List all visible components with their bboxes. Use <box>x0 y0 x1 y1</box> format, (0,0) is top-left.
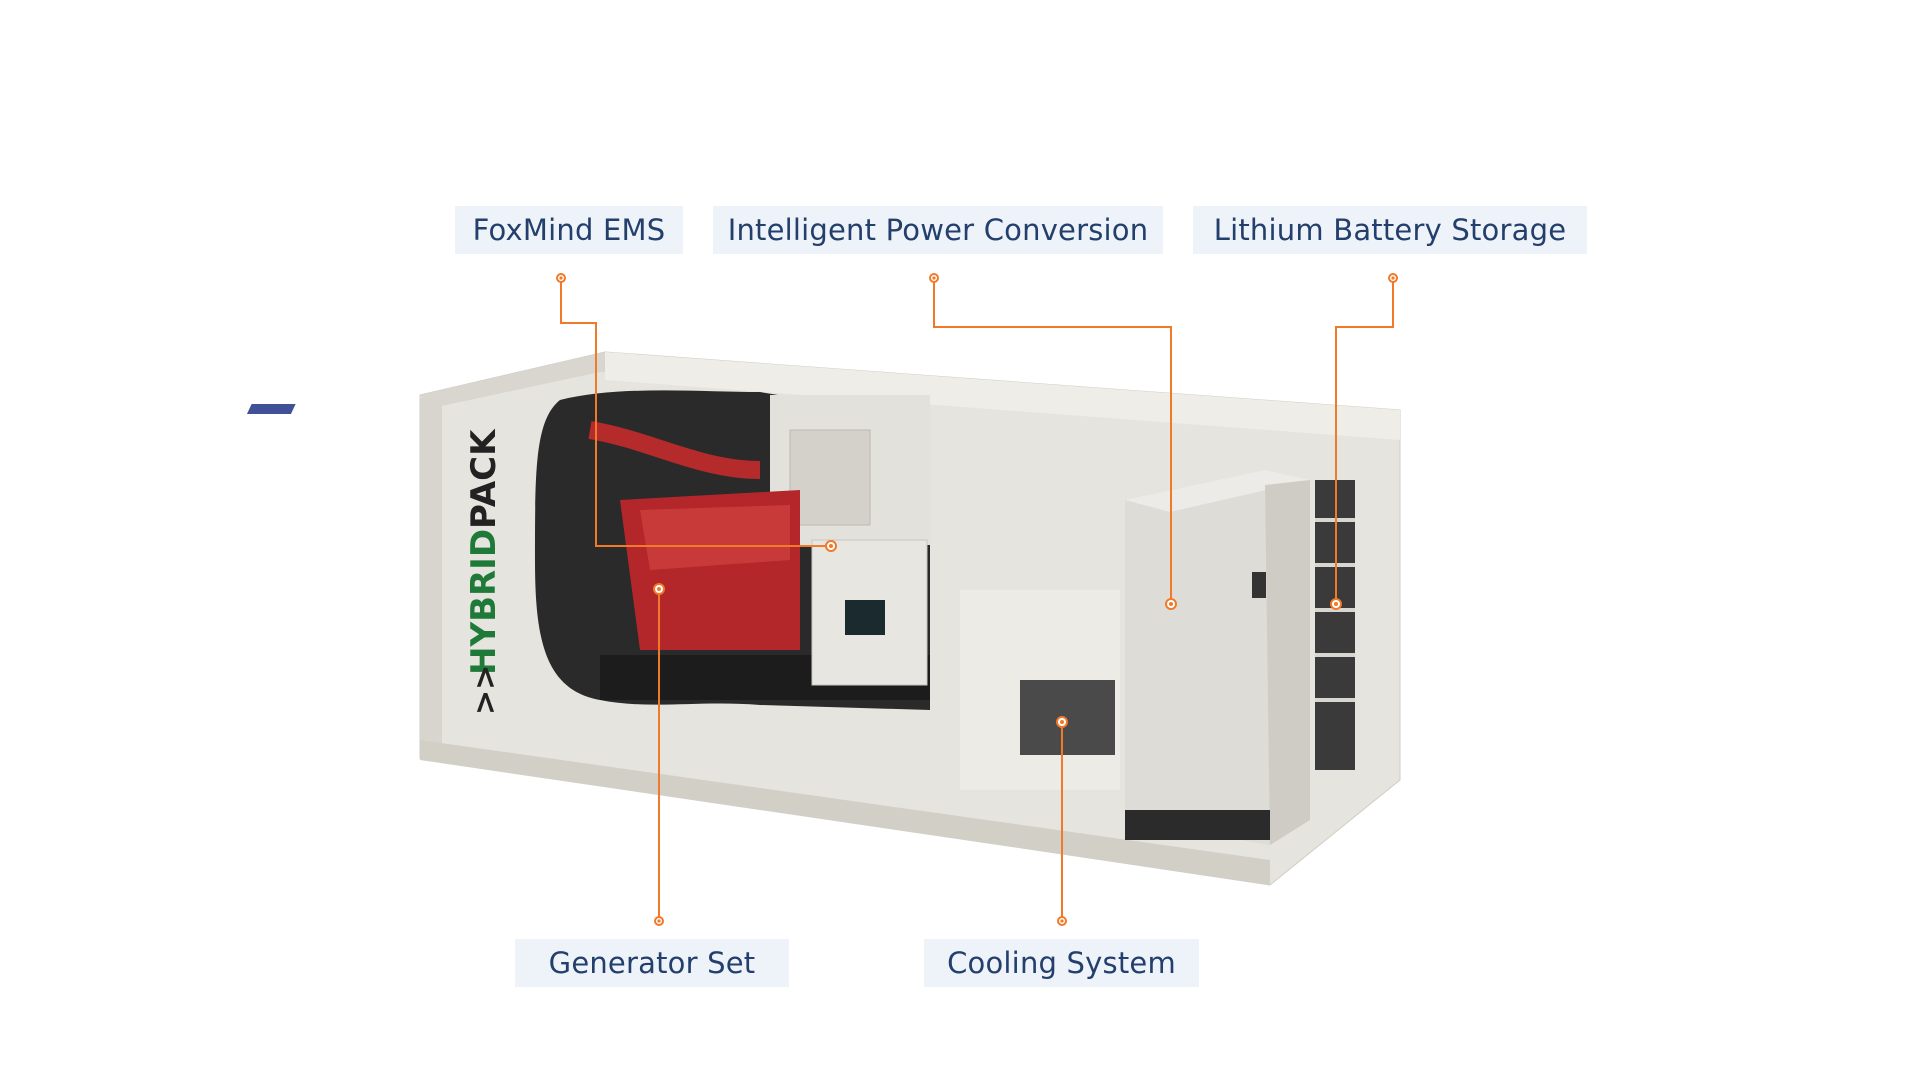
ems-controller <box>811 539 928 686</box>
callout-battery <box>1335 278 1394 604</box>
callout-lines <box>560 278 1394 921</box>
power-conversion-cabinet <box>1125 470 1310 845</box>
svg-text:>>: >> <box>468 665 503 715</box>
label-foxmind-ems: FoxMind EMS <box>455 206 683 254</box>
callout-power <box>933 278 1172 604</box>
label-power-conversion: Intelligent Power Conversion <box>713 206 1163 254</box>
label-cooling-system: Cooling System <box>924 939 1199 987</box>
label-battery-storage: Lithium Battery Storage <box>1193 206 1587 254</box>
svg-text:HYBRIDPACK: HYBRIDPACK <box>464 428 504 675</box>
callout-foxmind <box>560 278 831 547</box>
hybridpack-logo: HYBRIDPACK >> <box>464 428 504 715</box>
label-generator-set: Generator Set <box>515 939 789 987</box>
cooling-unit <box>960 590 1120 790</box>
